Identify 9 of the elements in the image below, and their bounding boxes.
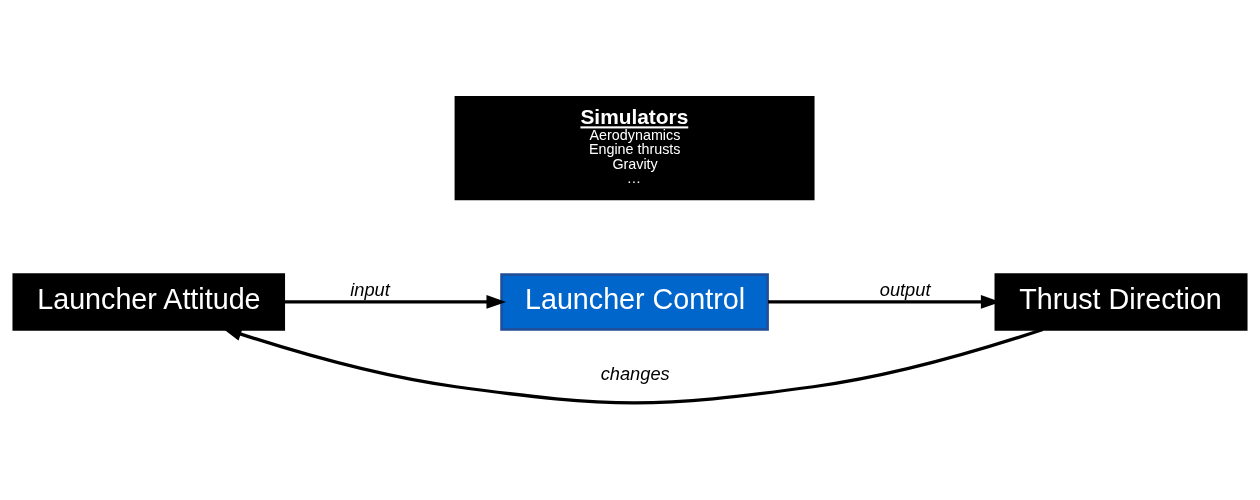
node-box: Launcher Attitude (12, 273, 286, 331)
edge-label: output (879, 278, 931, 300)
edge-label: changes (600, 363, 670, 385)
node-box: Launcher Control (500, 273, 769, 331)
arrow (222, 327, 1044, 405)
node-box: Simulators Aerodynamics Engine thrusts Gravity … (454, 95, 815, 201)
edge-label: input (350, 278, 390, 300)
node-box: Thrust Direction (994, 273, 1248, 331)
arrow (284, 295, 507, 309)
